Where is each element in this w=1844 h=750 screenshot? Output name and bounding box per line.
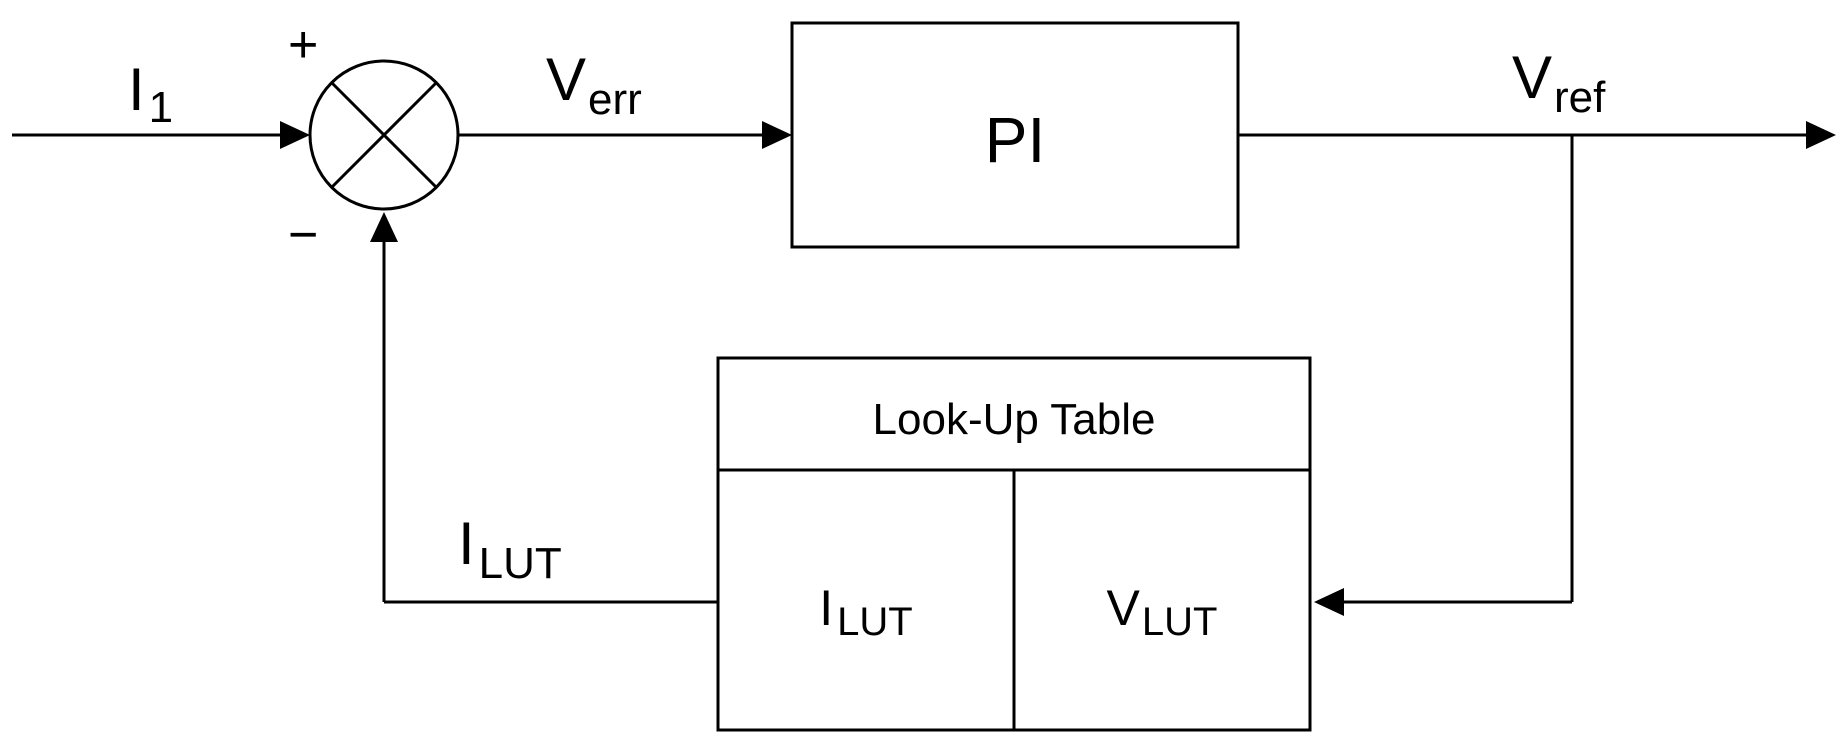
plus-sign: + <box>288 16 318 74</box>
minus-sign: − <box>288 206 318 264</box>
pi-block <box>790 21 1240 249</box>
input-signal-label: I1 <box>128 56 173 132</box>
error-signal-label: Verr <box>546 46 642 124</box>
output-arrowhead <box>1806 121 1836 149</box>
feedback-arrowhead <box>370 212 398 242</box>
lookup-table-title: Look-Up Table <box>873 395 1156 444</box>
output-signal-label: Vref <box>1512 44 1606 122</box>
lookup-table-right-cell: VLUT <box>1107 580 1218 644</box>
lut-input-arrowhead <box>1314 588 1344 616</box>
error-arrowhead <box>762 121 792 149</box>
feedback-signal-label: ILUT <box>458 510 562 588</box>
pi-label: PI <box>985 104 1045 176</box>
summing-junction-cross-2 <box>330 81 438 189</box>
input-arrowhead <box>280 121 310 149</box>
